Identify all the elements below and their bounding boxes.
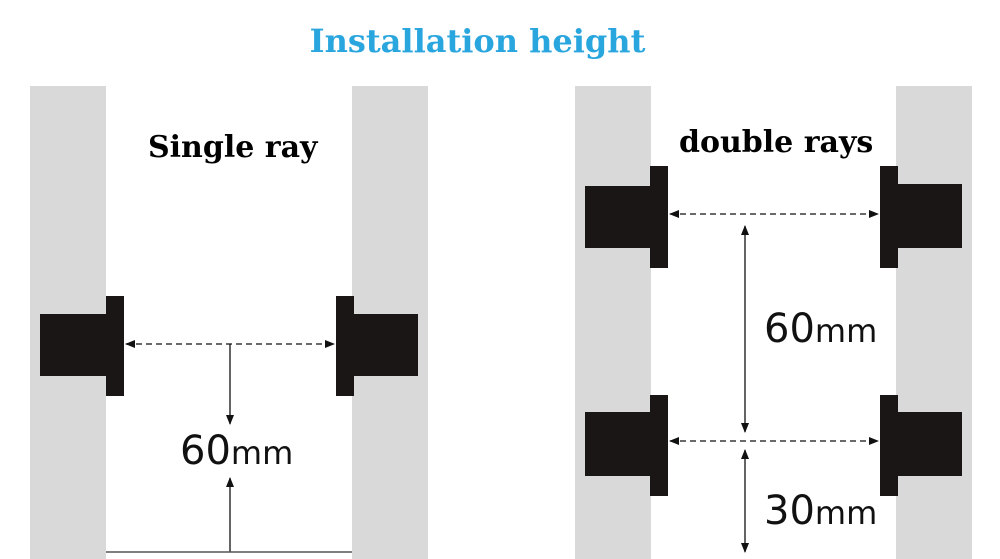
double-rays-label: double rays bbox=[679, 125, 874, 160]
spacing-unit: mm bbox=[814, 312, 878, 350]
single-height-value: 60 bbox=[180, 428, 231, 474]
single-ray-label: Single ray bbox=[148, 130, 318, 165]
right-wall-double bbox=[896, 86, 972, 559]
transmitter-sensor-bottom bbox=[585, 395, 668, 496]
bottom-measure: 30mm bbox=[762, 488, 880, 534]
single-height-unit: mm bbox=[230, 434, 294, 472]
receiver-sensor-bottom bbox=[880, 395, 962, 496]
receiver-sensor bbox=[336, 296, 418, 396]
receiver-sensor-top bbox=[880, 166, 962, 268]
transmitter-sensor bbox=[40, 296, 124, 396]
single-height-measure: 60mm bbox=[178, 428, 296, 474]
transmitter-sensor-top bbox=[585, 166, 668, 268]
diagram-title: Installation height bbox=[309, 22, 646, 60]
spacing-measure: 60mm bbox=[762, 306, 880, 352]
left-wall-double bbox=[575, 86, 651, 559]
bottom-value: 30 bbox=[764, 488, 815, 534]
spacing-value: 60 bbox=[764, 306, 815, 352]
bottom-unit: mm bbox=[814, 494, 878, 532]
